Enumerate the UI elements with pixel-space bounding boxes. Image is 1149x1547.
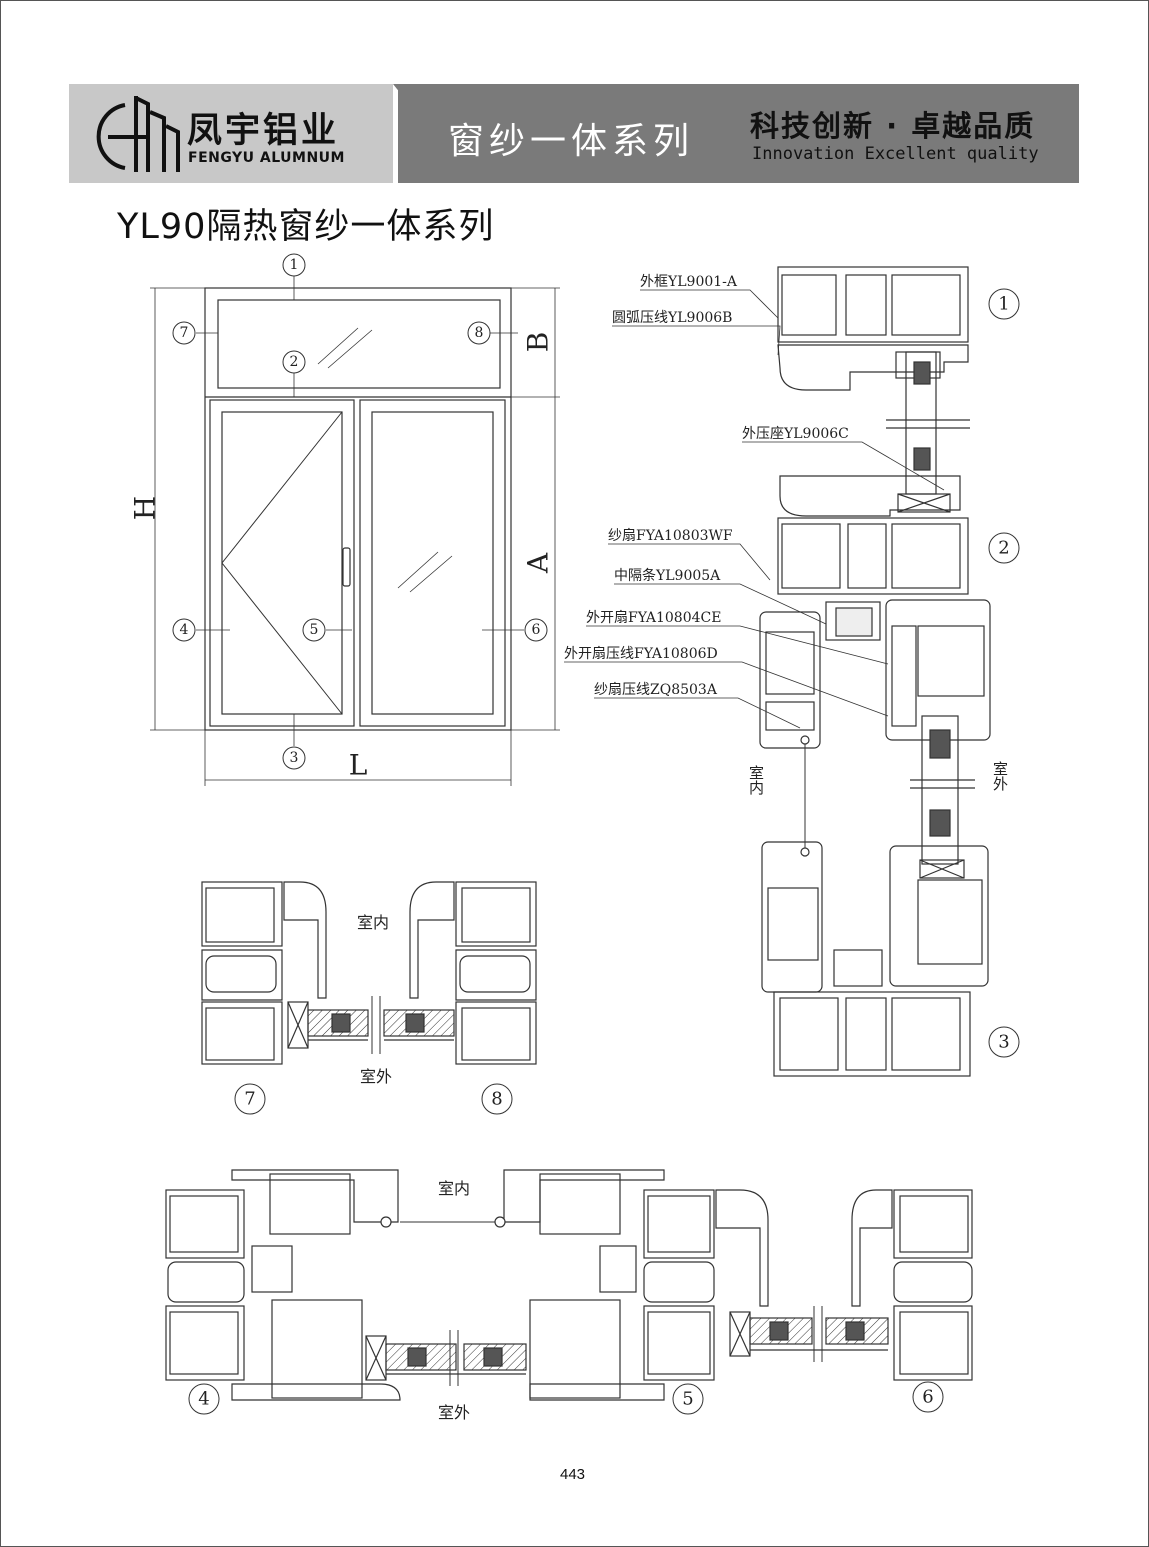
detail-marker-8: 8 — [491, 1089, 502, 1110]
elevation-marker-7: 7 — [180, 325, 189, 341]
brand-name-cn: 凤宇铝业 — [187, 111, 340, 151]
label-mullion: 中隔条YL9005A — [614, 567, 721, 584]
header-title-panel — [398, 84, 1079, 183]
elevation-marker-2: 2 — [290, 354, 299, 370]
elevation-marker-1: 1 — [290, 257, 299, 273]
detail-78-outdoor-label: 室外 — [360, 1067, 392, 1086]
brand-name-en: FENGYU ALUMNUM — [188, 150, 345, 166]
label-screen-sash-bead: 纱扇压线ZQ8503A — [594, 682, 718, 698]
elevation-marker-6: 6 — [532, 622, 541, 638]
section-leader-lines — [564, 289, 945, 729]
dimension-label-b: B — [522, 332, 555, 353]
elevation-marker-4: 4 — [180, 622, 189, 638]
vertical-section-profiles — [759, 266, 991, 1077]
window-elevation — [204, 287, 512, 731]
detail-4-5-6-profiles — [165, 1169, 973, 1401]
detail-marker-4: 4 — [198, 1389, 209, 1410]
detail-marker-6: 6 — [922, 1387, 933, 1408]
detail-78-markers — [234, 1083, 513, 1115]
label-arc-bead: 圆弧压线YL9006B — [612, 310, 732, 326]
series-heading: 窗纱一体系列 — [448, 121, 695, 162]
label-screen-sash: 纱扇FYA10803WF — [608, 528, 733, 544]
section-outdoor-label: 室外 — [991, 761, 1009, 791]
elevation-marker-5: 5 — [310, 622, 319, 638]
label-outward-sash: 外开扇FYA10804CE — [586, 610, 721, 626]
detail-456-indoor-label: 室内 — [438, 1179, 470, 1198]
elevation-marker-3: 3 — [290, 750, 299, 766]
detail-marker-5: 5 — [682, 1389, 693, 1410]
section-marker-2: 2 — [998, 538, 1009, 559]
label-outward-sash-bead: 外开扇压线FYA10806D — [564, 646, 718, 662]
label-outer-frame: 外框YL9001-A — [640, 274, 738, 290]
page-title: YL90隔热窗纱一体系列 — [117, 207, 495, 247]
slogan-cn: 科技创新 · 卓越品质 — [750, 109, 1036, 143]
detail-78-indoor-label: 室内 — [357, 913, 389, 932]
label-outer-seat: 外压座YL9006C — [742, 426, 849, 442]
detail-456-markers — [188, 1381, 944, 1415]
slogan-en: Innovation Excellent quality — [752, 144, 1039, 164]
section-marker-3: 3 — [998, 1032, 1009, 1053]
section-markers — [988, 288, 1020, 1058]
detail-456-outdoor-label: 室外 — [438, 1403, 470, 1422]
elevation-marker-8: 8 — [475, 325, 484, 341]
elevation-dimensions — [150, 276, 560, 786]
detail-marker-7: 7 — [244, 1089, 255, 1110]
detail-7-8-profiles — [201, 881, 537, 1065]
dimension-label-l: L — [349, 749, 368, 782]
section-marker-1: 1 — [998, 294, 1009, 315]
section-indoor-label: 室内 — [747, 765, 765, 796]
dimension-label-h: H — [129, 496, 162, 520]
elevation-markers — [172, 253, 548, 770]
dimension-label-a: A — [522, 552, 555, 574]
page-number: 443 — [560, 1466, 586, 1483]
